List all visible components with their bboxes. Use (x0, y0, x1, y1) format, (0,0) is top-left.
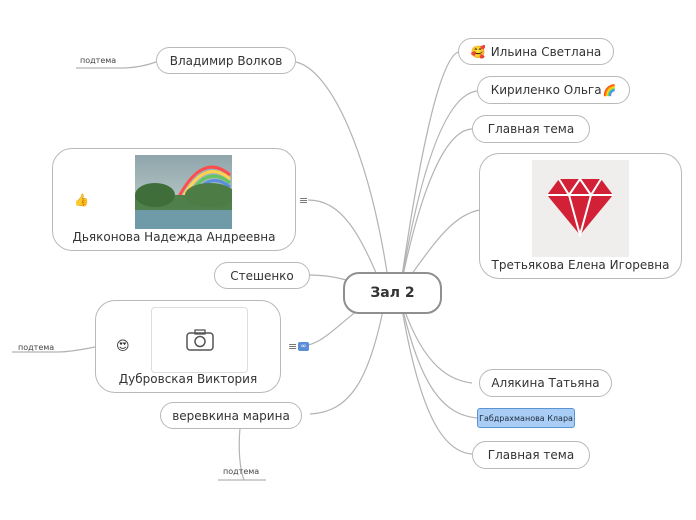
subtopic-label[interactable]: подтема (80, 56, 117, 65)
topic-dyakonova[interactable]: Дьяконова Надежда Андреевна (52, 148, 296, 251)
image-placeholder (151, 307, 248, 373)
topic-label: Главная тема (487, 448, 575, 462)
topic-label: Главная тема (487, 122, 575, 136)
topic-steshenko[interactable]: Стешенко (214, 262, 310, 289)
notes-icon[interactable]: ≡ (299, 194, 309, 207)
central-topic-label: Зал 2 (370, 285, 415, 301)
topic-label: Ильина Светлана (490, 44, 602, 59)
link-icon[interactable]: ∞ (298, 342, 309, 351)
topic-dubrovskaya[interactable]: Дубровская Виктория (95, 300, 281, 393)
topic-label: Третьякова Елена Игоревна (491, 258, 670, 272)
rainbow-icon: 🌈 (602, 83, 617, 97)
topic-label: веревкина марина (172, 408, 290, 423)
topic-gabdrakhmanova[interactable]: Габдрахманова Клара (477, 408, 575, 428)
topic-main-1[interactable]: Главная тема (472, 115, 590, 143)
topic-volkov[interactable]: Владимир Волков (156, 47, 296, 74)
rainbow-landscape-image (135, 155, 232, 229)
subtopic-label[interactable]: подтема (223, 467, 260, 476)
topic-verevkina[interactable]: веревкина марина (160, 402, 302, 429)
notes-icon[interactable]: ≡ (288, 340, 298, 353)
image-frame (532, 160, 629, 257)
topic-label: Габдрахманова Клара (479, 413, 573, 423)
topic-label: Владимир Волков (169, 53, 283, 68)
topic-label: Кириленко Ольга (490, 83, 602, 97)
topic-tretyakova[interactable]: Третьякова Елена Игоревна (479, 153, 682, 279)
topic-ilyina[interactable]: 🥰 Ильина Светлана (458, 38, 614, 65)
topic-alyakina[interactable]: Алякина Татьяна (479, 369, 612, 397)
diamond-icon (547, 177, 613, 237)
heart-eyes-icon: 😍 (116, 339, 130, 354)
subtopic-label[interactable]: подтема (18, 343, 55, 352)
central-topic[interactable]: Зал 2 (343, 272, 442, 314)
topic-label: Дубровская Виктория (118, 372, 258, 386)
smiley-face-icon: 🥰 (470, 44, 486, 59)
topic-label: Алякина Татьяна (491, 376, 600, 390)
topic-label: Дьяконова Надежда Андреевна (72, 230, 276, 244)
thumbs-up-icon: 👍 (74, 193, 89, 207)
topic-label: Стешенко (230, 268, 294, 283)
camera-icon (186, 329, 214, 351)
topic-kirilenko[interactable]: Кириленко Ольга 🌈 (477, 76, 630, 104)
topic-main-2[interactable]: Главная тема (472, 441, 590, 469)
